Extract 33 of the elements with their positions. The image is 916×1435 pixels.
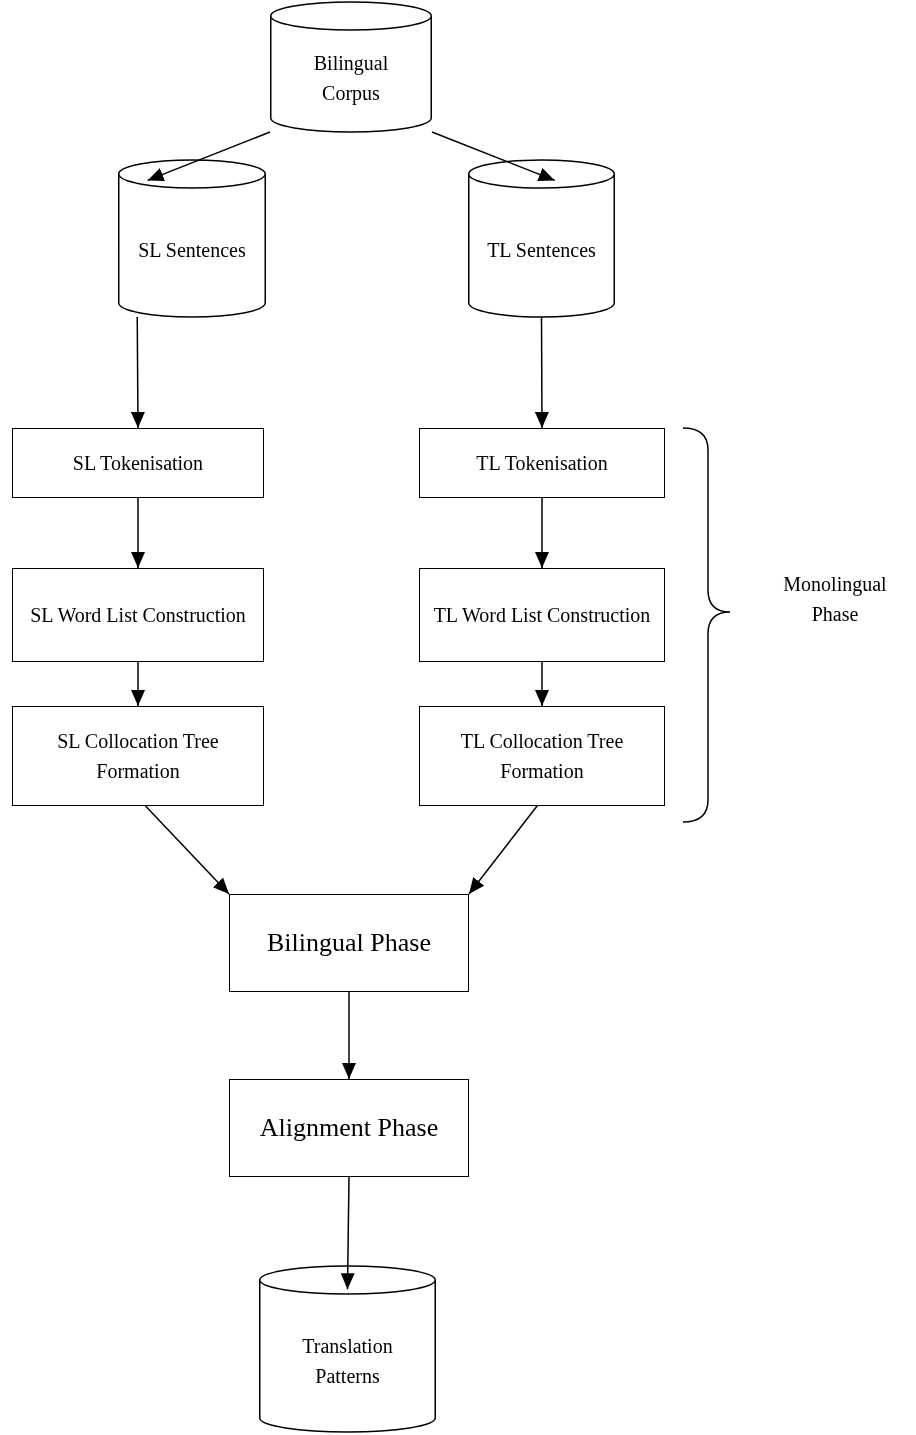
node-label: Bilingual Phase <box>266 927 432 959</box>
node-label: TL Tokenisation <box>475 451 609 476</box>
node-label: Bilingual Corpus <box>312 51 390 107</box>
process-box <box>419 568 665 662</box>
node-label: TL Collocation Tree Formation <box>459 729 625 784</box>
arrow <box>131 661 145 707</box>
node-label: SL Collocation Tree Formation <box>56 729 220 784</box>
node-label: SL Sentences <box>137 237 247 263</box>
arrow <box>131 497 145 569</box>
process-box <box>419 428 665 498</box>
node-label: SL Tokenisation <box>71 451 205 476</box>
arrow <box>534 316 549 429</box>
node-label: Translation Patterns <box>301 1334 394 1389</box>
node-label: SL Word List Construction <box>29 603 247 628</box>
process-box <box>229 894 469 992</box>
arrow <box>535 497 549 569</box>
node-label: TL Word List Construction <box>432 603 652 628</box>
arrow <box>431 131 556 182</box>
arrow <box>468 805 538 895</box>
process-box <box>12 428 264 498</box>
phase-label: Monolingual Phase <box>782 572 888 627</box>
arrow <box>144 805 230 895</box>
arrow <box>146 131 271 182</box>
node-label: TL Sentences <box>486 237 597 263</box>
arrow <box>535 661 549 707</box>
arrow <box>130 316 145 429</box>
process-box <box>419 706 665 806</box>
process-box <box>229 1079 469 1177</box>
node-label: Alignment Phase <box>258 1112 440 1144</box>
arrow <box>340 1176 355 1290</box>
process-box <box>12 706 264 806</box>
process-box <box>12 568 264 662</box>
arrow <box>342 991 356 1080</box>
